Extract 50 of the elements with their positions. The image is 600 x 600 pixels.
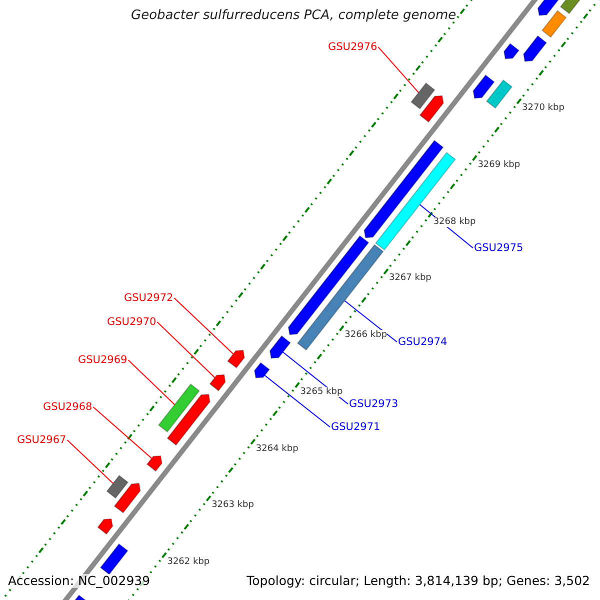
tick-label: 3268 kbp bbox=[433, 216, 476, 228]
leader-line bbox=[174, 298, 234, 354]
gene-block bbox=[410, 82, 436, 110]
gene-feature bbox=[97, 518, 114, 535]
leader-line bbox=[378, 46, 420, 94]
gene-feature bbox=[146, 455, 162, 472]
gene-label: GSU2970 bbox=[107, 316, 156, 328]
gene-feature bbox=[227, 350, 245, 368]
gene-feature bbox=[269, 335, 291, 359]
gene-feature bbox=[254, 362, 270, 378]
tick-label: 3265 kbp bbox=[300, 386, 343, 398]
leader-line bbox=[128, 360, 176, 406]
gene-block bbox=[106, 474, 129, 499]
gene-block bbox=[158, 383, 200, 433]
leader-line bbox=[344, 300, 398, 343]
tick-label: 3263 kbp bbox=[212, 500, 254, 511]
leader-line bbox=[264, 374, 330, 428]
tick-label: 3266 kbp bbox=[344, 330, 388, 341]
gene-feature bbox=[114, 482, 141, 514]
gene-label: GSU2968 bbox=[43, 401, 92, 414]
gene-feature bbox=[472, 74, 495, 99]
gene-feature bbox=[523, 35, 548, 62]
gene-label: GSU2969 bbox=[78, 354, 128, 366]
tick-label: 3264 kbp bbox=[256, 444, 298, 454]
gene-label: GSU2972 bbox=[124, 292, 174, 304]
gene-feature bbox=[166, 394, 210, 446]
title: Geobacter sulfurreducens PCA, complete genome bbox=[131, 9, 456, 24]
gene-label: GSU2975 bbox=[474, 242, 524, 254]
gene-label: GSU2976 bbox=[328, 41, 378, 54]
tick-label: 3269 kbp bbox=[478, 160, 520, 170]
leader-line bbox=[92, 406, 152, 459]
gene-block bbox=[560, 0, 582, 14]
accession-text: Accession: NC_002939 bbox=[8, 574, 150, 588]
genome-info-text: Topology: circular; Length: 3,814,139 bp; Genes: 3,502 bbox=[246, 574, 590, 588]
gene-block bbox=[541, 10, 567, 38]
gene-label: GSU2971 bbox=[331, 421, 380, 434]
gene-feature bbox=[419, 95, 444, 123]
tick-label: 3267 kbp bbox=[388, 273, 432, 284]
gene-feature bbox=[209, 374, 226, 392]
gene-feature bbox=[288, 235, 370, 336]
gene-label: GSU2973 bbox=[349, 398, 398, 410]
gene-label: GSU2967 bbox=[17, 434, 66, 446]
gene-block bbox=[375, 152, 456, 251]
gene-feature bbox=[503, 42, 520, 60]
tick-label: 3262 kbp bbox=[167, 557, 210, 568]
leader-line bbox=[156, 322, 216, 378]
tick-label: 3270 kbp bbox=[522, 103, 564, 114]
gene-label: GSU2974 bbox=[398, 336, 448, 348]
gene-block bbox=[486, 79, 513, 109]
gene-block bbox=[100, 543, 128, 576]
